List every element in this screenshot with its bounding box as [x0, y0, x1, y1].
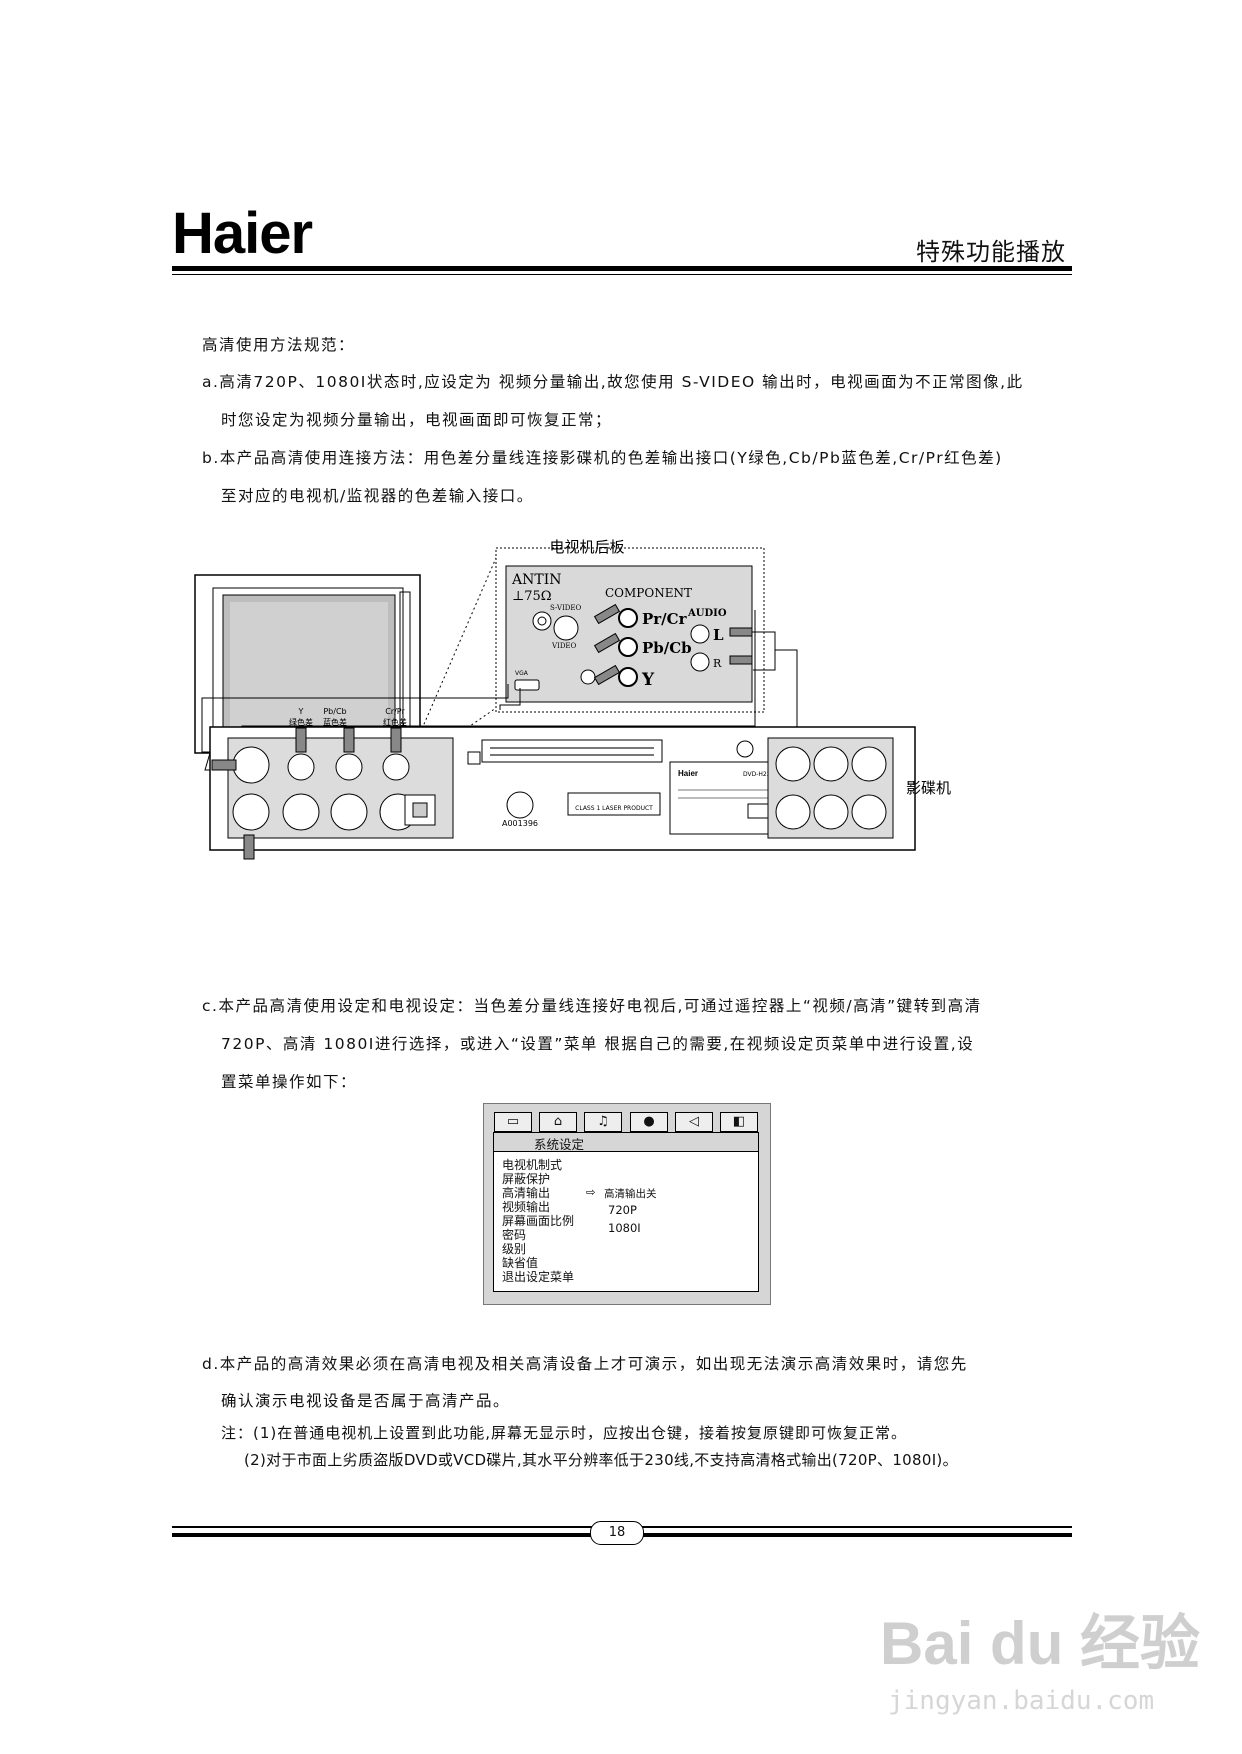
note-2: (2)对于市面上劣质盗版DVD或VCD碟片,其水平分辨率低于230线,不支持高清…: [244, 1451, 958, 1469]
menu-item-password[interactable]: 密码: [502, 1228, 527, 1242]
svg-text:S-VIDEO: S-VIDEO: [550, 604, 581, 612]
para-c-line3: 置菜单操作如下：: [221, 1073, 358, 1091]
tv-illustration: [194, 574, 421, 778]
svg-text:Pb/Cb: Pb/Cb: [642, 639, 692, 657]
baidu-watermark: Bai du 经验: [880, 1610, 1201, 1677]
svg-text:Cr/Pr: Cr/Pr: [385, 707, 405, 716]
svg-text:Haier: Haier: [678, 769, 698, 778]
menu-item-aspect-ratio[interactable]: 屏幕画面比例: [502, 1214, 575, 1228]
svg-text:蓝色差: 蓝色差: [323, 717, 347, 727]
svg-text:Pb/Cb: Pb/Cb: [323, 707, 346, 716]
option-hd-off[interactable]: 高清输出关: [604, 1188, 657, 1200]
svg-text:VGA: VGA: [515, 670, 529, 677]
menu-item-rating[interactable]: 级别: [502, 1242, 527, 1256]
language-icon: ⌂: [539, 1112, 577, 1132]
para-d-line2: 确认演示电视设备是否属于高清产品。: [221, 1392, 511, 1410]
brand-logo: Haier: [172, 201, 313, 266]
arrow-right-icon: ⇨: [586, 1185, 596, 1199]
audio-icon: ♫: [584, 1112, 622, 1132]
svg-text:L: L: [713, 626, 724, 644]
svg-text:⊥75Ω: ⊥75Ω: [512, 589, 552, 604]
note-1: 注：(1)在普通电视机上设置到此功能,屏幕无显示时，应按出仓键，接着按复原键即可…: [221, 1424, 908, 1442]
svg-text:VIDEO: VIDEO: [551, 642, 577, 650]
svg-text:DVD-H2250: DVD-H2250: [743, 771, 778, 778]
dolby-icon: ◧: [720, 1112, 758, 1132]
svg-text:绿色差: 绿色差: [289, 717, 313, 727]
para-a-line1: a.高清720P、1080I状态时,应设定为 视频分量输出,故您使用 S-VID…: [202, 373, 1024, 391]
menu-header: 系统设定: [494, 1133, 758, 1152]
svg-text:Pr/Cr: Pr/Cr: [642, 610, 688, 628]
svg-text:AUDIO: AUDIO: [687, 608, 727, 619]
menu-item-tv-system[interactable]: 电视机制式: [502, 1158, 563, 1172]
svg-text:CLASS 1 LASER PRODUCT: CLASS 1 LASER PRODUCT: [575, 805, 653, 812]
option-1080i[interactable]: 1080I: [608, 1221, 641, 1235]
svg-text:ANTIN: ANTIN: [511, 572, 561, 588]
menu-item-default[interactable]: 缺省值: [502, 1256, 539, 1270]
page-number: 18: [590, 1521, 644, 1545]
dvd-player-label: 影碟机: [906, 779, 951, 797]
para-b-line1: b.本产品高清使用连接方法：用色差分量线连接影碟机的色差输出接口(Y绿色,Cb/…: [202, 449, 1003, 467]
svg-text:A001396: A001396: [502, 819, 538, 828]
para-a-line2: 时您设定为视频分量输出，电视画面即可恢复正常；: [221, 411, 613, 429]
setup-menu: ▭ ⌂ ♫ ● ◁ ◧ 系统设定 电视机制式 屏蔽保护 高清输出 视频输出 屏幕…: [483, 1103, 771, 1305]
header-rule-thin: [172, 274, 1072, 275]
para-c-line2: 720P、高清 1080I进行选择，或进入“设置”菜单 根据自己的需要,在视频设…: [221, 1035, 975, 1053]
svg-text:COMPONENT: COMPONENT: [605, 586, 692, 600]
menu-item-video-output[interactable]: 视频输出: [502, 1200, 551, 1214]
video-icon: ●: [630, 1112, 668, 1132]
svg-text:Y: Y: [641, 670, 655, 690]
system-icon: ▭: [494, 1112, 532, 1132]
svg-text:R: R: [713, 657, 722, 670]
watermark-url: jingyan.baidu.com: [888, 1686, 1155, 1716]
menu-item-hd-output[interactable]: 高清输出: [502, 1186, 551, 1200]
section-title: 特殊功能播放: [916, 238, 1066, 266]
menu-icon-bar: ▭ ⌂ ♫ ● ◁ ◧: [494, 1112, 758, 1132]
svg-text:红色差: 红色差: [383, 717, 407, 727]
speaker-icon: ◁: [675, 1112, 713, 1132]
menu-panel: 系统设定 电视机制式 屏蔽保护 高清输出 视频输出 屏幕画面比例 密码 级别 缺…: [493, 1132, 759, 1292]
header-rule: [172, 266, 1072, 271]
connection-diagram: 电视机后板 ANTIN ⊥75Ω COMPONENT S-VIDEO VIDEO…: [194, 538, 951, 860]
svg-text:Y: Y: [298, 707, 304, 716]
menu-item-exit[interactable]: 退出设定菜单: [502, 1270, 575, 1284]
tv-panel-title: 电视机后板: [549, 538, 624, 556]
para-d-line1: d.本产品的高清效果必须在高清电视及相关高清设备上才可演示，如出现无法演示高清效…: [202, 1355, 968, 1373]
para-c-line1: c.本产品高清使用设定和电视设定：当色差分量线连接好电视后,可通过遥控器上“视频…: [202, 997, 982, 1015]
menu-item-screen-saver[interactable]: 屏蔽保护: [502, 1172, 551, 1186]
para-b-line2: 至对应的电视机/监视器的色差输入接口。: [221, 487, 534, 505]
usage-heading: 高清使用方法规范：: [202, 336, 356, 354]
option-720p[interactable]: 720P: [608, 1203, 637, 1217]
